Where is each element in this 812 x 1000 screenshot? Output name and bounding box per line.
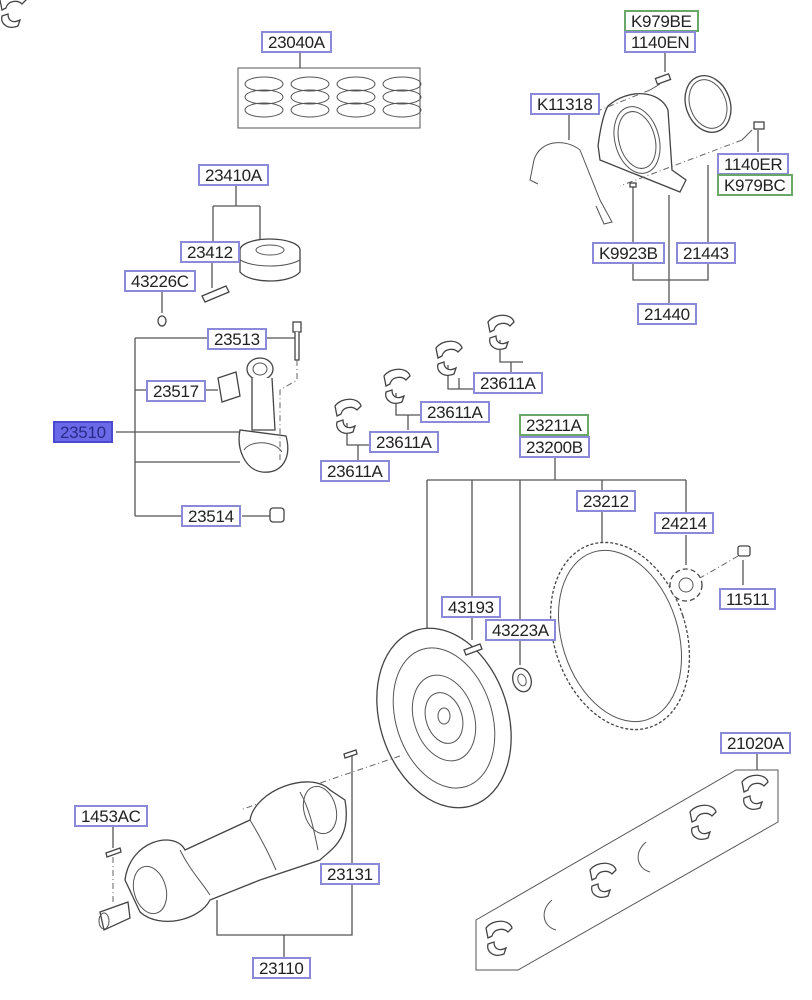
part-label-1453AC[interactable]: 1453AC (74, 805, 148, 827)
flywheel-illustration (239, 541, 751, 811)
part-label-21440[interactable]: 21440 (637, 303, 697, 325)
connecting-rod-illustration (217, 321, 302, 523)
part-label-23040A[interactable]: 23040A (261, 31, 332, 53)
part-label-K11318[interactable]: K11318 (530, 93, 600, 115)
part-label-24214[interactable]: 24214 (654, 512, 714, 534)
leader-lines (112, 52, 759, 958)
part-label-23212[interactable]: 23212 (576, 490, 636, 512)
part-label-23412[interactable]: 23412 (180, 241, 240, 263)
part-label-23514[interactable]: 23514 (181, 505, 241, 527)
part-label-23611A-3[interactable]: 23611A (420, 401, 490, 423)
piston-rings-illustration (237, 67, 422, 129)
part-label-21020A[interactable]: 21020A (720, 732, 791, 754)
part-label-43226C[interactable]: 43226C (124, 270, 196, 292)
part-label-23211A[interactable]: 23211A (519, 414, 589, 436)
crankshaft-illustration (98, 749, 358, 931)
conrod-bearings-illustration (0, 0, 515, 434)
part-label-43193[interactable]: 43193 (441, 596, 501, 618)
part-label-23611A-2[interactable]: 23611A (369, 431, 439, 453)
main-bearings-illustration (475, 769, 779, 971)
part-label-1140ER[interactable]: 1140ER (717, 153, 790, 175)
part-label-23510-selected[interactable]: 23510 (53, 421, 113, 443)
part-label-23110[interactable]: 23110 (252, 957, 311, 979)
part-label-23513[interactable]: 23513 (207, 328, 267, 350)
part-label-43223A[interactable]: 43223A (485, 619, 556, 641)
part-label-21443[interactable]: 21443 (676, 242, 736, 264)
part-label-K9923B[interactable]: K9923B (592, 242, 665, 264)
part-label-1140EN[interactable]: 1140EN (624, 31, 697, 53)
part-label-11511[interactable]: 11511 (719, 588, 777, 610)
part-label-K979BE[interactable]: K979BE (624, 10, 699, 32)
part-label-23611A-4[interactable]: 23611A (473, 372, 543, 394)
part-label-23611A-1[interactable]: 23611A (320, 460, 390, 482)
piston-illustration (157, 238, 301, 327)
part-label-K979BC[interactable]: K979BC (717, 174, 793, 196)
part-label-23517[interactable]: 23517 (146, 380, 206, 402)
rear-seal-illustration (529, 72, 765, 225)
part-label-23410A[interactable]: 23410A (198, 164, 269, 186)
part-label-23131[interactable]: 23131 (320, 863, 380, 885)
part-label-23200B[interactable]: 23200B (519, 436, 590, 458)
